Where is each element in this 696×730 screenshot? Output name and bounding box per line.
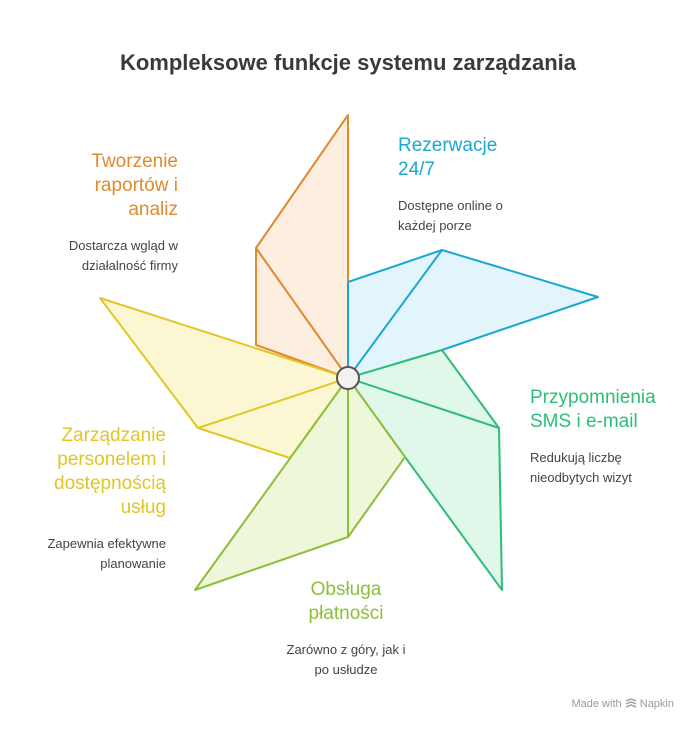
reports-heading: Tworzenie raportów i analiz (91, 151, 178, 220)
blade-payments (194, 377, 406, 591)
staff-description: Zapewnia efektywne planowanie (47, 536, 166, 571)
reminders-description: Redukują liczbę nieodbytych wizyt (530, 450, 632, 485)
label-payments: Obsługa płatności Zarówno z góry, jak i … (246, 578, 446, 680)
reports-description: Dostarcza wgląd w działalność firmy (68, 238, 178, 273)
diagram-title: Kompleksowe funkcje systemu zarządzania (119, 50, 577, 75)
blade-booking (347, 249, 599, 379)
napkin-logo-icon (625, 698, 640, 710)
label-staff: Zarządzanie personelem i dostępnością us… (6, 424, 166, 574)
reminders-heading: Przypomnienia SMS i e-mail (530, 387, 656, 432)
payments-description: Zarówno z góry, jak i po usłudze (286, 642, 406, 677)
label-booking: Rezerwacje 24/7 Dostępne online o każdej… (398, 134, 578, 236)
booking-heading: Rezerwacje 24/7 (398, 135, 498, 180)
label-reports: Tworzenie raportów i analiz Dostarcza wg… (18, 150, 178, 276)
center-hub (336, 366, 360, 390)
booking-description: Dostępne online o każdej porze (398, 198, 503, 233)
payments-heading: Obsługa płatności (308, 579, 384, 624)
staff-heading: Zarządzanie personelem i dostępnością us… (54, 425, 166, 518)
made-with-napkin[interactable]: Made with Napkin (571, 697, 674, 710)
label-reminders: Przypomnienia SMS i e-mail Redukują licz… (530, 386, 690, 488)
blade-reports (255, 114, 349, 379)
